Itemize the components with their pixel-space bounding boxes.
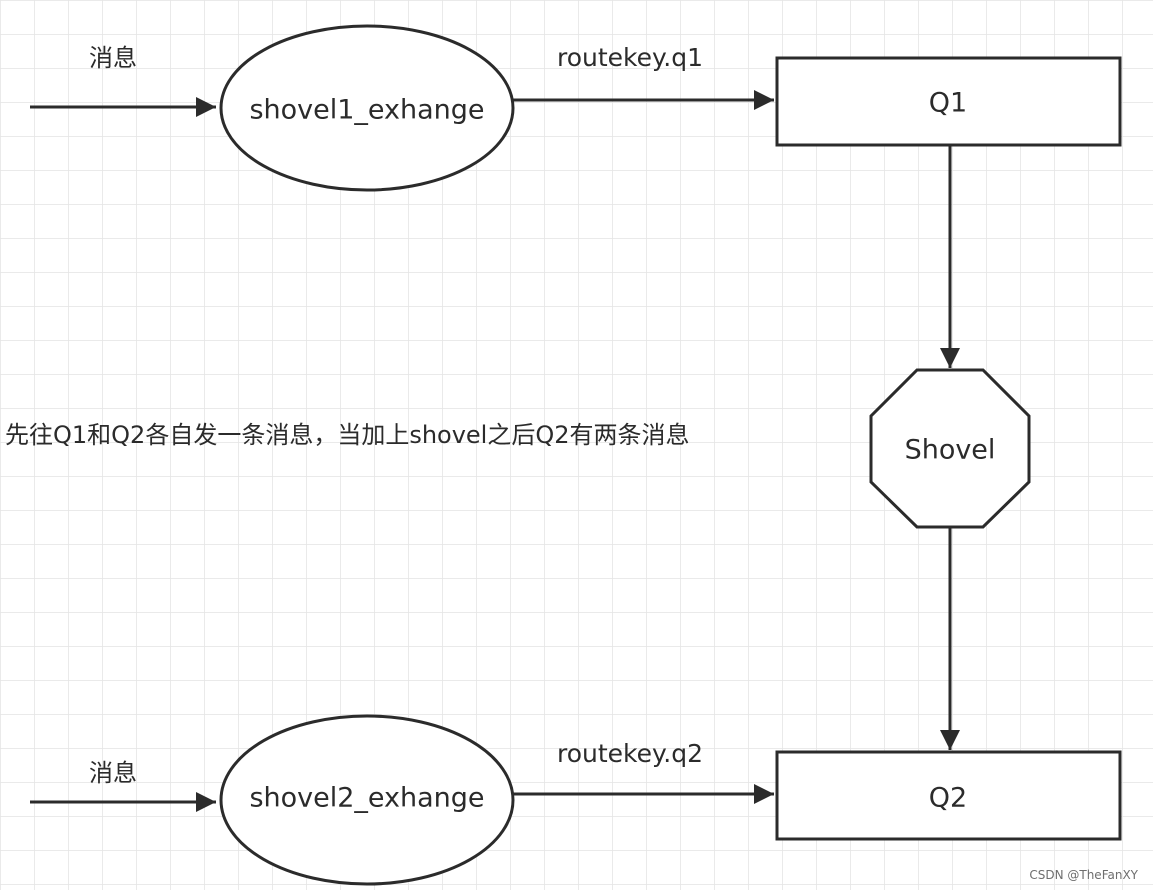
edge-route-q2: routekey.q2: [513, 739, 774, 804]
edge-route-q1: routekey.q1: [513, 43, 774, 110]
node-label-shovel2-exchange: shovel2_exhange: [249, 783, 484, 814]
diagram-note: 先往Q1和Q2各自发一条消息，当加上shovel之后Q2有两条消息: [5, 421, 690, 449]
edge-label-route-q2: routekey.q2: [557, 739, 703, 768]
edge-label-input-1: 消息: [89, 44, 137, 72]
watermark: CSDN @TheFanXY: [1029, 868, 1138, 882]
node-label-queue-q2: Q2: [929, 783, 967, 814]
node-shovel1-exchange: shovel1_exhange: [219, 24, 515, 192]
node-queue-q2: Q2: [775, 750, 1122, 841]
edge-label-route-q1: routekey.q1: [557, 43, 703, 72]
node-label-shovel: Shovel: [905, 435, 996, 466]
node-label-shovel1-exchange: shovel1_exhange: [249, 95, 484, 126]
node-queue-q1: Q1: [775, 56, 1122, 147]
edge-input-1: 消息: [30, 44, 216, 117]
edge-input-2: 消息: [30, 759, 216, 812]
node-label-queue-q1: Q1: [929, 88, 967, 119]
node-shovel2-exchange: shovel2_exhange: [219, 714, 515, 886]
node-shovel: Shovel: [869, 368, 1031, 529]
edge-label-input-2: 消息: [89, 759, 137, 787]
